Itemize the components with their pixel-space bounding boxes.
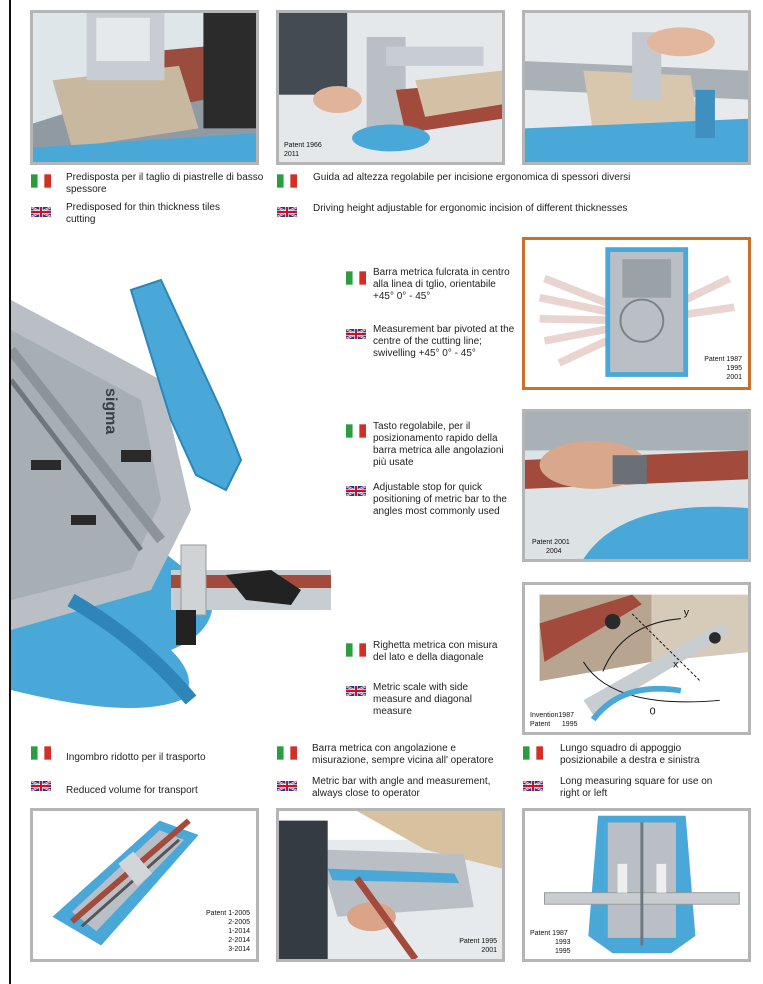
caption-en-metric-bar-angle: Metric bar with angle and measurement, a… [312,776,491,799]
patent-label: Patent 1966 2011 [284,142,322,158]
caption-it-metric-scale: Righetta metrica con misura del lato e d… [373,640,498,663]
brand-logo: sigma [102,388,119,434]
uk-flag-icon [346,484,366,498]
patent-label: Patent 2001 2004 [532,539,570,555]
uk-flag-icon [277,205,297,219]
italian-flag-icon [277,746,297,760]
patent-label: Patent 1995 2001 [459,938,497,954]
patent-label: Patent 1987 1995 2001 [704,356,742,381]
left-margin-rule [9,0,11,984]
italian-flag-icon [523,746,543,760]
caption-it-long-square: Lungo squadro di appoggio posizionabile … [560,743,700,766]
italian-flag-icon [277,174,297,188]
photo-adjustable-guide: Patent 1966 2011 [276,10,505,165]
photo-reduced-volume: Patent 1-2005 2-2005 1-2014 2-2014 3-201… [30,808,259,962]
caption-en-thin-tiles: Predisposed for thin thickness tiles cut… [66,202,220,225]
photo-swivelling-bar: Patent 1987 1995 2001 [522,237,751,390]
caption-en-guide: Driving height adjustable for ergonomic … [313,203,628,214]
uk-flag-icon [277,779,297,793]
patent-label: Patent 1987 1993 1995 [530,930,571,955]
uk-flag-icon [31,205,51,219]
patent-label: Invention1987 Patent 1995 [530,712,578,728]
diagram-label-x: x [673,659,679,671]
diagram-label-zero: 0 [650,706,656,718]
photo-thin-tile-cutting [30,10,259,165]
photo-adjustable-stop: Patent 2001 2004 [522,409,751,562]
tile-cutter-main-illustration: sigma [11,278,331,708]
italian-flag-icon [346,271,366,285]
caption-en-long-square: Long measuring square for use on right o… [560,776,713,799]
italian-flag-icon [31,746,51,760]
photo-guide-height [522,10,751,165]
patent-label: Patent 1-2005 2-2005 1-2014 2-2014 3-201… [206,910,250,953]
italian-flag-icon [346,424,366,438]
caption-it-measure-bar: Barra metrica fulcrata in centro alla li… [373,267,510,302]
uk-flag-icon [346,684,366,698]
caption-en-measure-bar: Measurement bar pivoted at the centre of… [373,324,515,359]
caption-it-metric-bar-angle: Barra metrica con angolazione e misurazi… [312,743,494,766]
caption-en-transport: Reduced volume for transport [66,785,198,796]
uk-flag-icon [31,779,51,793]
photo-operator-bar: Patent 1995 2001 [276,808,505,962]
caption-en-adjustable-stop: Adjustable stop for quick positioning of… [373,482,507,517]
photo-metric-scale-diagram: y x 0 Invention1987 Patent 1995 [522,582,751,735]
caption-it-adjustable-stop: Tasto regolabile, per il posizionamento … [373,421,504,468]
uk-flag-icon [346,327,366,341]
caption-en-metric-scale: Metric scale with side measure and diago… [373,682,472,717]
italian-flag-icon [346,643,366,657]
uk-flag-icon [523,779,543,793]
diagram-label-y: y [684,607,690,619]
caption-it-thin-tiles: Predisposta per il taglio di piastrelle … [66,172,264,195]
photo-long-square: Patent 1987 1993 1995 [522,808,751,962]
caption-it-guide: Guida ad altezza regolabile per incision… [313,172,631,183]
caption-it-transport: Ingombro ridotto per il trasporto [66,752,206,763]
italian-flag-icon [31,174,51,188]
